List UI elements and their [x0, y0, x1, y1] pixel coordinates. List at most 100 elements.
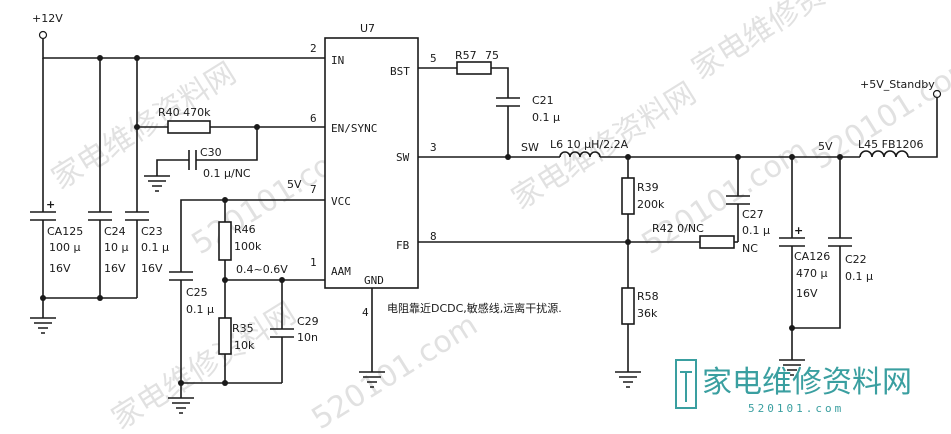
ca126-voltage: 16V	[796, 287, 818, 300]
r40-label: R40 470k	[158, 106, 211, 119]
r58-value: 36k	[637, 307, 658, 320]
c27-value: 0.1 μ	[742, 224, 770, 237]
mid-rail-label: 5V	[818, 140, 833, 153]
aam-voltage-label: 0.4~0.6V	[236, 263, 288, 276]
polarity-plus: +	[794, 224, 803, 237]
ground-symbol	[30, 317, 56, 334]
ic-ref: U7	[360, 22, 375, 35]
c24-value: 10 μ	[104, 241, 129, 254]
polarity-plus: +	[46, 198, 55, 211]
ca125-value: 100 μ	[49, 241, 81, 254]
resistor-r40: R40 470k	[134, 106, 325, 134]
r35-ref: R35	[232, 322, 254, 335]
sw-node-label: SW	[521, 141, 539, 154]
logo-url: 520101.com	[748, 402, 844, 415]
c29-ref: C29	[297, 315, 319, 328]
r58-body	[621, 287, 635, 325]
c25-value: 0.1 μ	[186, 303, 214, 316]
r42-label: R42 0/NC	[652, 222, 704, 235]
fb-line: R42 0/NC	[418, 222, 738, 249]
vcc-rail-label: 5V	[287, 178, 302, 191]
c30-value: 0.1 μ/NC	[203, 167, 251, 180]
logo-mark-icon	[675, 359, 697, 409]
vout-label: +5V_Standby	[860, 78, 935, 91]
pin-aam-label: AAM	[331, 265, 351, 278]
cap-c27: C27 0.1 μ NC	[726, 157, 770, 255]
c22-ref: C22	[845, 253, 867, 266]
pin-8-number: 8	[430, 230, 437, 243]
feedback-divider: R39 200k R58 36k	[615, 157, 665, 388]
cap-ca126: + CA126 470 μ 16V	[779, 157, 830, 360]
ca125-ref: CA125	[47, 225, 83, 238]
pin-bst-label: BST	[390, 65, 410, 78]
l6-label: L6 10 μH/2.2A	[550, 138, 629, 151]
vin-terminal	[38, 30, 48, 40]
ic-u7: U7 IN EN/SYNC VCC AAM BST SW FB GND 2 6 …	[310, 22, 437, 319]
c22-value: 0.1 μ	[845, 270, 873, 283]
pin-6-number: 6	[310, 112, 317, 125]
r39-body	[621, 177, 635, 215]
ground-symbol	[359, 288, 385, 388]
cap-c24: C24 10 μ 16V	[88, 211, 129, 298]
cap-c22: C22 0.1 μ	[792, 157, 873, 329]
r57-value: 75	[485, 49, 499, 62]
r39-value: 200k	[637, 198, 665, 211]
pin-4-number: 4	[362, 306, 369, 319]
vcc-network: 5V R46 100k	[180, 178, 325, 280]
inductor-l6	[559, 151, 601, 158]
r39-ref: R39	[637, 181, 659, 194]
watermark-text: 家电维修资料网	[686, 0, 883, 87]
pin-5-number: 5	[430, 52, 437, 65]
pin-1-number: 1	[310, 256, 317, 269]
r35-value: 10k	[234, 339, 255, 352]
pin-fb-label: FB	[396, 239, 410, 252]
ca125-voltage: 16V	[49, 262, 71, 275]
pin-3-number: 3	[430, 141, 437, 154]
cap-c25: C25 0.1 μ	[169, 271, 214, 383]
pin-en-label: EN/SYNC	[331, 122, 377, 135]
ca126-ref: CA126	[794, 250, 830, 263]
vin-label: +12V	[32, 12, 63, 25]
c24-ref: C24	[104, 225, 126, 238]
r46-body	[218, 221, 232, 261]
logo-text: 家电维修资料网	[702, 365, 912, 400]
c21-ref: C21	[532, 94, 554, 107]
c23-voltage: 16V	[141, 262, 163, 275]
r46-ref: R46	[234, 223, 256, 236]
inductor-l45: L45 FB1206 +5V_Standby	[858, 78, 942, 158]
r57-ref: R57	[455, 49, 477, 62]
pin-7-number: 7	[310, 183, 317, 196]
c29-value: 10n	[297, 331, 318, 344]
pin-vcc-label: VCC	[331, 195, 351, 208]
vin-rail: +12V	[32, 12, 325, 212]
aam-network: 0.4~0.6V R35 10k C29 10n	[218, 263, 325, 383]
sw-node: SW L6 10 μH/2.2A 5V	[418, 138, 860, 160]
pin-in-label: IN	[331, 54, 344, 67]
c30-ref: C30	[200, 146, 222, 159]
watermark-url: 520101.com	[306, 307, 484, 434]
r35-body	[218, 317, 232, 355]
c25-ref: C25	[186, 286, 208, 299]
pin-2-number: 2	[310, 42, 317, 55]
c24-voltage: 16V	[104, 262, 126, 275]
ground-symbol	[168, 383, 194, 414]
r42-body	[699, 235, 735, 249]
c23-ref: C23	[141, 225, 163, 238]
l45-label: L45 FB1206	[858, 138, 924, 151]
r46-value: 100k	[234, 240, 262, 253]
cap-ca125: + CA125 100 μ 16V	[30, 198, 83, 318]
ca126-value: 470 μ	[796, 267, 828, 280]
layout-note: 电阻靠近DCDC,敏感线,远离干扰源.	[387, 301, 562, 315]
c21-value: 0.1 μ	[532, 111, 560, 124]
r58-ref: R58	[637, 290, 659, 303]
bootstrap-network: R57 75 C21 0.1 μ	[418, 49, 560, 157]
ic-body	[324, 37, 419, 289]
cap-c30: C30 0.1 μ/NC	[144, 127, 258, 192]
c27-ref: C27	[742, 208, 764, 221]
vout-terminal	[932, 89, 942, 99]
pin-gnd-label: GND	[364, 274, 384, 287]
cap-c23: C23 0.1 μ 16V	[125, 211, 169, 298]
site-logo: 家电维修资料网 520101.com	[675, 359, 912, 415]
watermark-text: 家电维修资料网	[106, 296, 303, 434]
